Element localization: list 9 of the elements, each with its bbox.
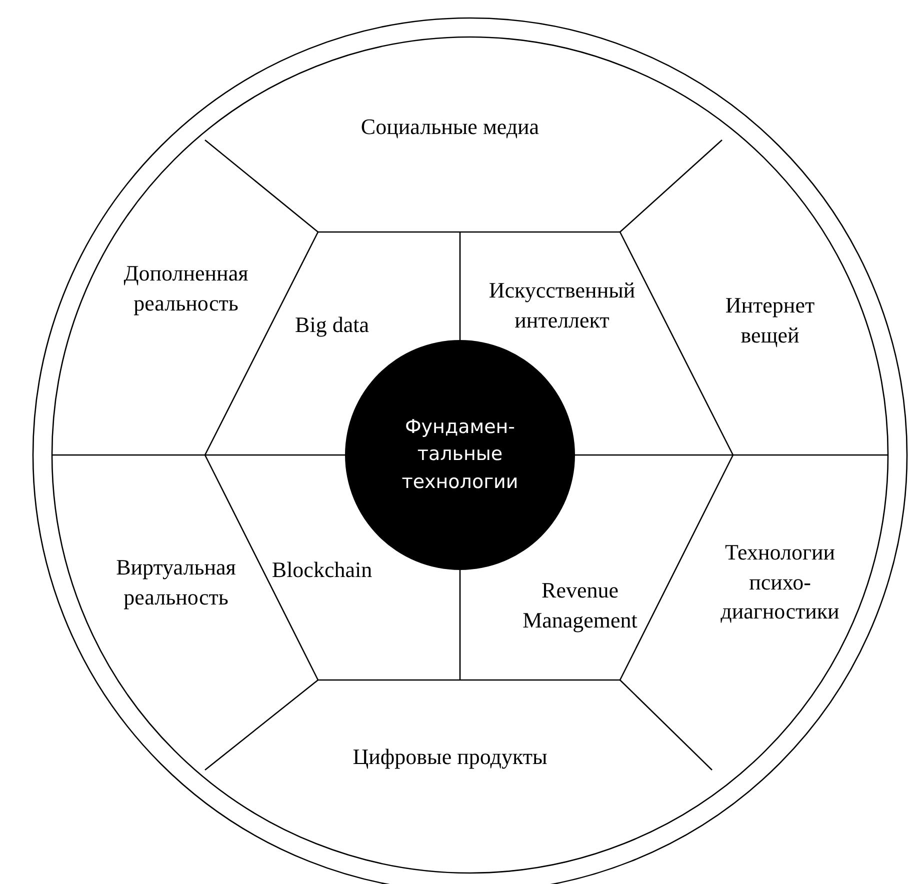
sector-label: Интернет вещей — [710, 290, 830, 350]
sector-label: Виртуальная реальность — [96, 552, 256, 612]
sector-label: Дополненная реальность — [101, 258, 271, 318]
sector-label: Big data — [295, 310, 369, 340]
sector-label: Искусственный интеллект — [482, 275, 642, 335]
sector-label: Revenue Management — [505, 575, 655, 635]
sector-label: Технологии психо-диагностики — [716, 537, 844, 627]
sector-label: Цифровые продукты — [352, 742, 548, 772]
sector-label: Социальные медиа — [360, 112, 540, 142]
